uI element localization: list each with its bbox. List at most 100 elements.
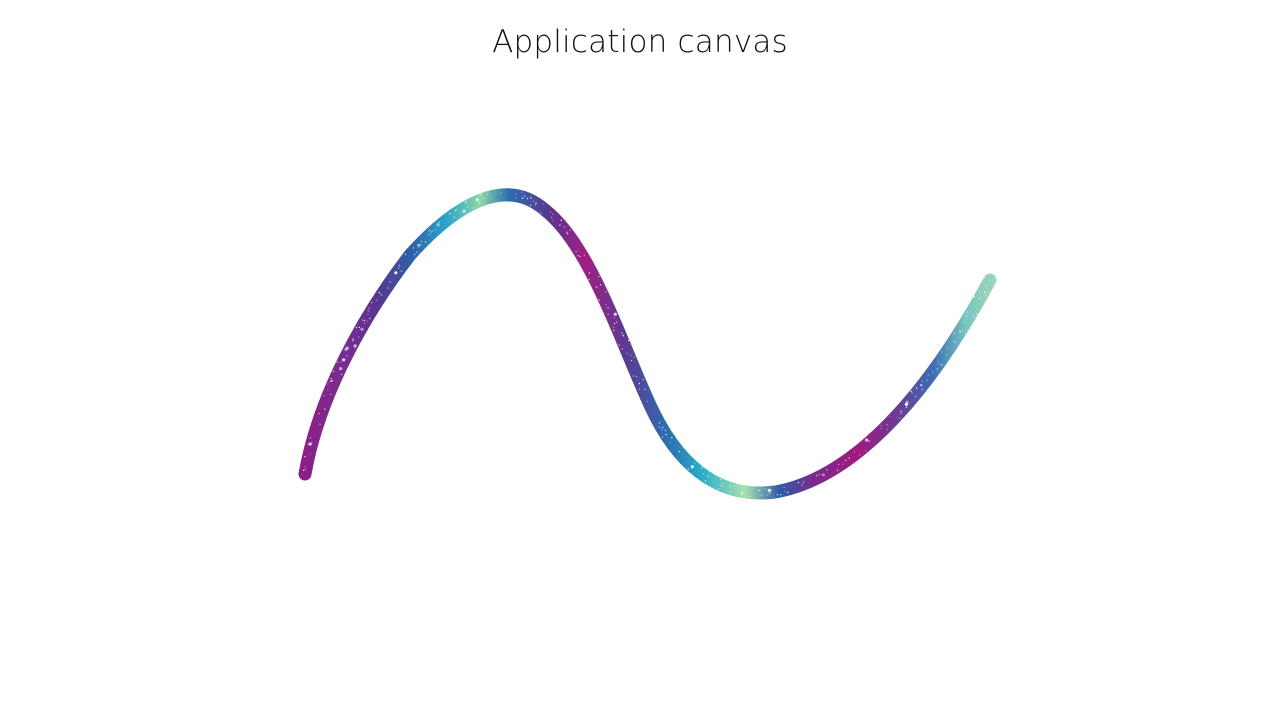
glitter-sparkle [963, 321, 965, 323]
glitter-sparkle [323, 394, 326, 397]
glitter-sparkle [532, 200, 534, 202]
glitter-sparkle [671, 436, 673, 439]
glitter-sparkle [845, 459, 847, 462]
glitter-sparkle [514, 193, 517, 195]
glitter-sparkle [722, 483, 724, 485]
glitter-ink-stroke[interactable] [298, 188, 997, 500]
glitter-sparkle [926, 379, 928, 381]
glitter-sparkle [865, 438, 869, 442]
glitter-sparkle [662, 426, 664, 428]
glitter-sparkle [367, 310, 369, 312]
glitter-sparkle [569, 229, 571, 231]
glitter-sparkle [616, 321, 618, 323]
glitter-sparkle [764, 488, 766, 490]
glitter-sparkle [430, 232, 432, 234]
glitter-sparkle [859, 454, 861, 456]
glitter-sparkle [973, 295, 975, 298]
glitter-sparkle [802, 481, 805, 483]
glitter-sparkle [324, 408, 326, 410]
glitter-sparkle [646, 400, 648, 403]
glitter-sparkle [627, 339, 630, 342]
canvas-title: Application canvas [492, 24, 788, 60]
glitter-sparkle [429, 230, 431, 232]
glitter-sparkle [959, 330, 961, 332]
glitter-sparkle [848, 457, 850, 459]
glitter-sparkle [424, 241, 427, 243]
glitter-sparkle [613, 312, 617, 316]
glitter-sparkle [720, 485, 722, 487]
glitter-sparkle [358, 336, 360, 338]
glitter-sparkle [932, 371, 934, 374]
glitter-sparkle [311, 441, 313, 443]
glitter-sparkle [566, 232, 569, 235]
glitter-sparkle [690, 465, 694, 469]
glitter-sparkle [936, 368, 938, 370]
glitter-sparkle [749, 495, 751, 497]
glitter-sparkle [394, 271, 398, 275]
glitter-sparkle [534, 204, 537, 206]
glitter-sparkle [618, 344, 620, 346]
glitter-sparkle [353, 347, 356, 350]
glitter-sparkle [904, 402, 909, 406]
glitter-sparkle [954, 341, 956, 343]
glitter-sparkle [588, 278, 590, 281]
glitter-sparkle [387, 287, 389, 289]
glitter-sparkle [630, 354, 632, 356]
glitter-sparkle [549, 211, 551, 213]
glitter-sparkle [632, 375, 635, 377]
glitter-sparkle [375, 299, 378, 301]
glitter-sparkle [766, 494, 768, 496]
glitter-sparkle [605, 291, 607, 293]
glitter-sparkle [551, 219, 554, 222]
glitter-sparkle [346, 355, 348, 357]
glitter-sparkle [515, 197, 517, 199]
glitter-sparkle [665, 433, 667, 436]
glitter-sparkle [563, 226, 566, 228]
glitter-sparkle [613, 322, 616, 325]
glitter-sparkle [910, 390, 912, 392]
glitter-sparkle [633, 356, 635, 358]
glitter-sparkle [526, 197, 529, 200]
glitter-sparkle [304, 455, 306, 458]
glitter-sparkle [621, 332, 623, 335]
glitter-sparkle [369, 317, 371, 320]
glitter-sparkle [478, 202, 481, 204]
glitter-sparkle [729, 491, 731, 493]
glitter-sparkle [644, 388, 646, 390]
glitter-sparkle [880, 424, 883, 427]
glitter-sparkle [896, 417, 899, 419]
glitter-sparkle [984, 295, 987, 297]
glitter-sparkle [966, 311, 968, 313]
glitter-sparkle [713, 486, 715, 489]
glitter-sparkle [741, 492, 743, 494]
glitter-sparkle [973, 315, 975, 318]
glitter-sparkle [404, 253, 406, 256]
glitter-sparkle [318, 412, 320, 415]
glitter-sparkle [937, 363, 939, 365]
glitter-sparkle [303, 469, 305, 471]
glitter-sparkle [398, 267, 400, 269]
glitter-sparkle [707, 475, 709, 477]
glitter-sparkle [915, 395, 917, 397]
glitter-sparkle [431, 230, 433, 232]
glitter-sparkle [449, 213, 451, 215]
glitter-sparkle [398, 264, 400, 267]
glitter-sparkle [669, 442, 671, 444]
glitter-sparkle [921, 384, 923, 386]
glitter-sparkle [367, 313, 369, 315]
glitter-sparkle [886, 428, 888, 431]
glitter-sparkle [613, 329, 615, 332]
glitter-sparkle [331, 380, 333, 382]
glitter-sparkle [575, 250, 577, 253]
glitter-sparkle [642, 378, 644, 381]
glitter-sparkle [436, 223, 440, 227]
glitter-sparkle [420, 240, 422, 243]
glitter-sparkle [595, 286, 598, 288]
glitter-sparkle [612, 326, 615, 328]
glitter-sparkle [818, 473, 820, 476]
glitter-sparkle [340, 361, 342, 363]
glitter-sparkle [787, 491, 789, 494]
glitter-sparkle [953, 341, 955, 343]
glitter-sparkle [635, 375, 638, 378]
